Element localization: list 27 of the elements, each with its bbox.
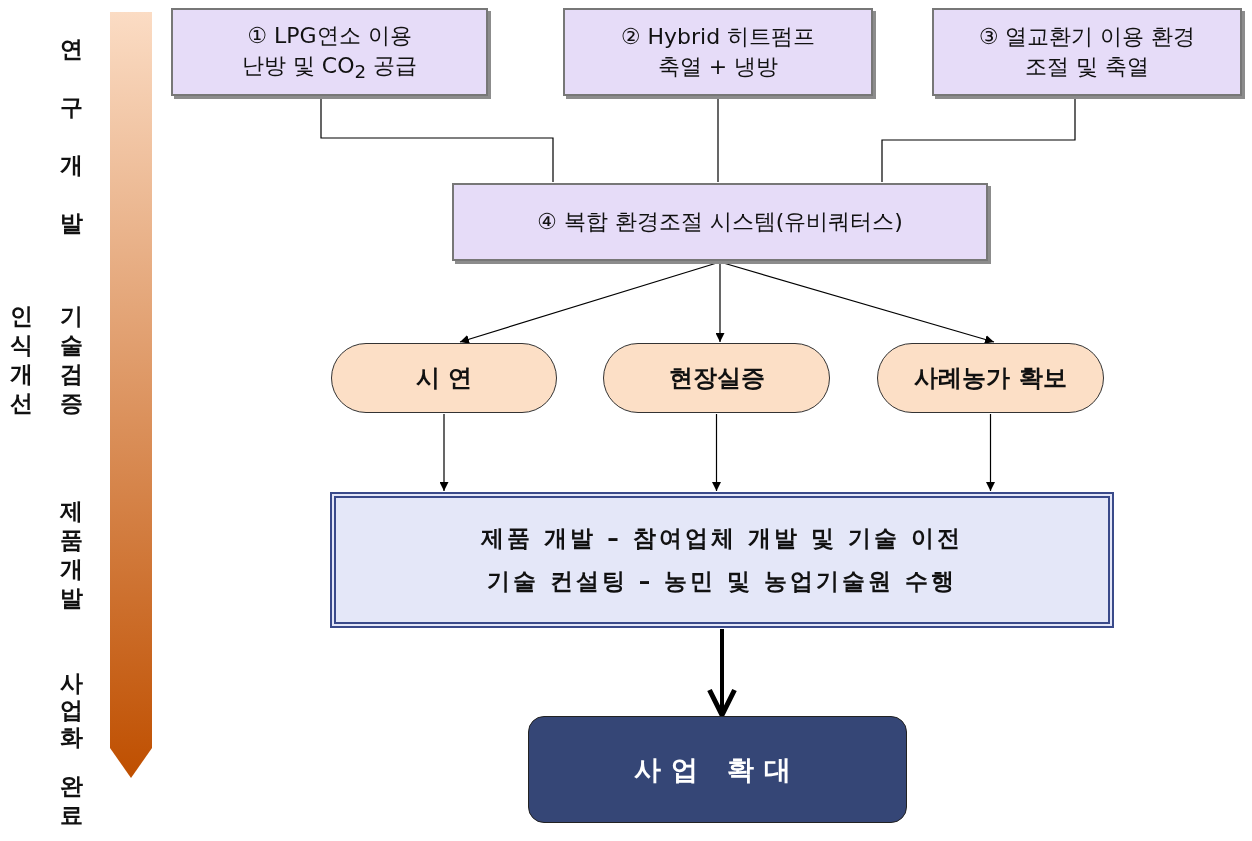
node-text: 기술 컨설팅 – 농민 및 농업기술원 수행 [486,567,958,596]
side-label: 연구개발 [60,35,83,238]
arrow [712,413,721,492]
arrow [715,261,725,343]
process-box [171,8,488,96]
process-box [330,492,1114,628]
node-text: 시 연 [415,363,473,394]
process-box [452,183,988,261]
node-text: 사업 확대 [633,752,802,787]
node-text: 사례농가 확보 [914,363,1067,394]
node-text: 제품 개발 – 참여업체 개발 및 기술 이전 [481,524,963,553]
node-text: 현장실증 [668,363,765,394]
process-box [932,8,1242,96]
result-box [528,716,907,823]
node-text: ② Hybrid 히트펌프 축열 + 냉방 [619,23,817,81]
side-label: 제품개발 [60,497,83,613]
process-box [563,8,873,96]
arrow [439,413,449,492]
node-text: ③ 열교환기 이용 환경 조절 및 축열 [977,23,1197,81]
node-text: ① LPG연소 이용 난방 및 CO$_{2}$ 공급 [240,22,419,83]
side-label: 사업화 [60,670,83,751]
side-label: 기술검증 [60,302,83,418]
side-label: 인식개선 [10,302,33,418]
side-label: 완료 [60,772,83,830]
node-text: ④ 복합 환경조절 시스템(유비쿼터스) [537,208,903,236]
arrow [707,629,737,718]
arrow [986,413,995,492]
